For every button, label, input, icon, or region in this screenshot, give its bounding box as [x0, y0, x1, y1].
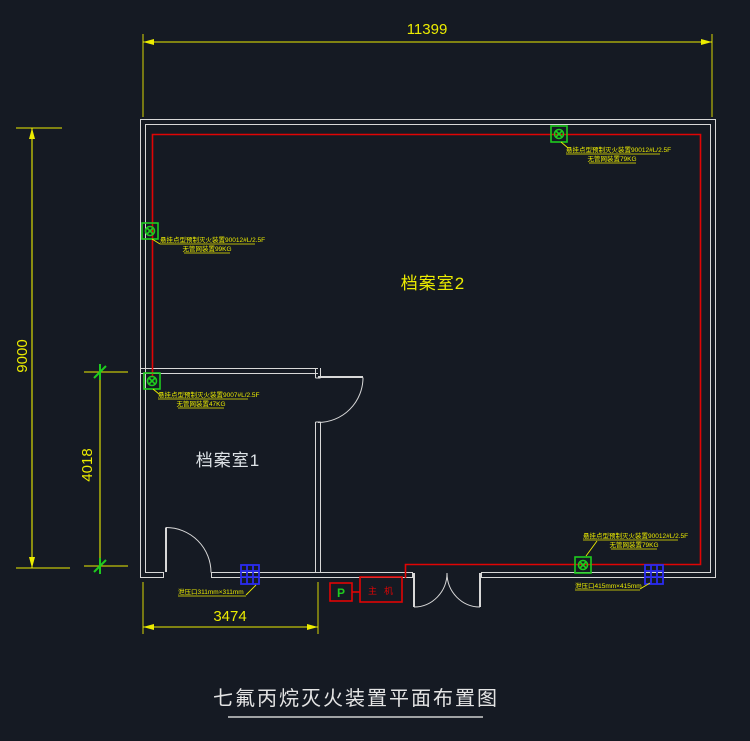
extinguisher-device-bottom-wall	[574, 556, 592, 574]
control-host-panel: 主机	[359, 576, 403, 603]
vent-label: 泄压口415mm×415mm	[575, 581, 642, 590]
device-label-line1: 悬挂点型预制灭火装置90012#L/2.5F	[160, 235, 265, 244]
device-label-line1: 悬挂点型预制灭火装置90012#L/2.5F	[583, 531, 688, 540]
dimension-left-9000: 9000	[14, 127, 70, 569]
door-room1-exterior	[165, 527, 212, 573]
device-label-line2: 无管网装置47KG	[176, 399, 225, 408]
dimension-value: 4018	[79, 448, 96, 481]
drawing-title-block: 七氟丙烷灭火装置平面布置图	[213, 687, 499, 718]
pressure-vent-left	[240, 564, 260, 585]
dimension-room1-4018: 4018	[79, 364, 128, 574]
room2-label: 档案室2	[401, 274, 465, 293]
device-label-line1: 悬挂点型预制灭火装置90012#L/2.5F	[566, 145, 671, 154]
device-label-left-wall: 悬挂点型预制灭火装置90012#L/2.5F 无管网装置99KG	[151, 235, 265, 254]
door-room1-to-room2	[317, 376, 364, 423]
dimension-bottom-3474: 3474	[142, 582, 319, 634]
device-label-bottom-wall: 悬挂点型预制灭火装置90012#L/2.5F 无管网装置79KG	[583, 531, 688, 557]
room1-label: 档案室1	[196, 451, 260, 470]
pressure-vent-left-label: 泄压口311mm×311mm	[178, 584, 257, 597]
device-label-line2: 无管网装置79KG	[609, 540, 658, 549]
vent-label: 泄压口311mm×311mm	[178, 587, 244, 596]
dimension-value: 11399	[407, 21, 448, 38]
host-panel-label: 主机	[368, 585, 400, 596]
drawing-title: 七氟丙烷灭火装置平面布置图	[213, 687, 499, 710]
fire-suppression-piping	[151, 133, 702, 578]
door-opening-room1	[163, 571, 212, 580]
manual-alarm-button: P	[329, 582, 353, 602]
dimension-value: 9000	[14, 339, 31, 372]
building-walls	[140, 119, 716, 580]
alarm-button-label: P	[337, 586, 345, 600]
device-label-line1: 悬挂点型预制灭火装置9007#L/2.5F	[158, 390, 260, 399]
device-label-top-wall: 悬挂点型预制灭火装置90012#L/2.5F 无管网装置79KG	[560, 141, 671, 164]
device-label-line2: 无管网装置99KG	[182, 244, 231, 253]
dimension-value: 3474	[213, 608, 246, 625]
extinguisher-device-left-wall	[141, 222, 159, 240]
extinguisher-device-top-wall	[550, 125, 568, 143]
extinguisher-device-room1	[143, 372, 161, 390]
device-label-room1: 悬挂点型预制灭火装置9007#L/2.5F 无管网装置47KG	[152, 388, 260, 409]
pressure-vent-right	[644, 564, 664, 585]
device-label-line2: 无管网装置79KG	[587, 154, 636, 163]
dimension-top-11399: 11399	[142, 21, 713, 117]
double-door-main-entrance	[413, 572, 481, 608]
pressure-vent-right-label: 泄压口415mm×415mm	[575, 581, 651, 591]
